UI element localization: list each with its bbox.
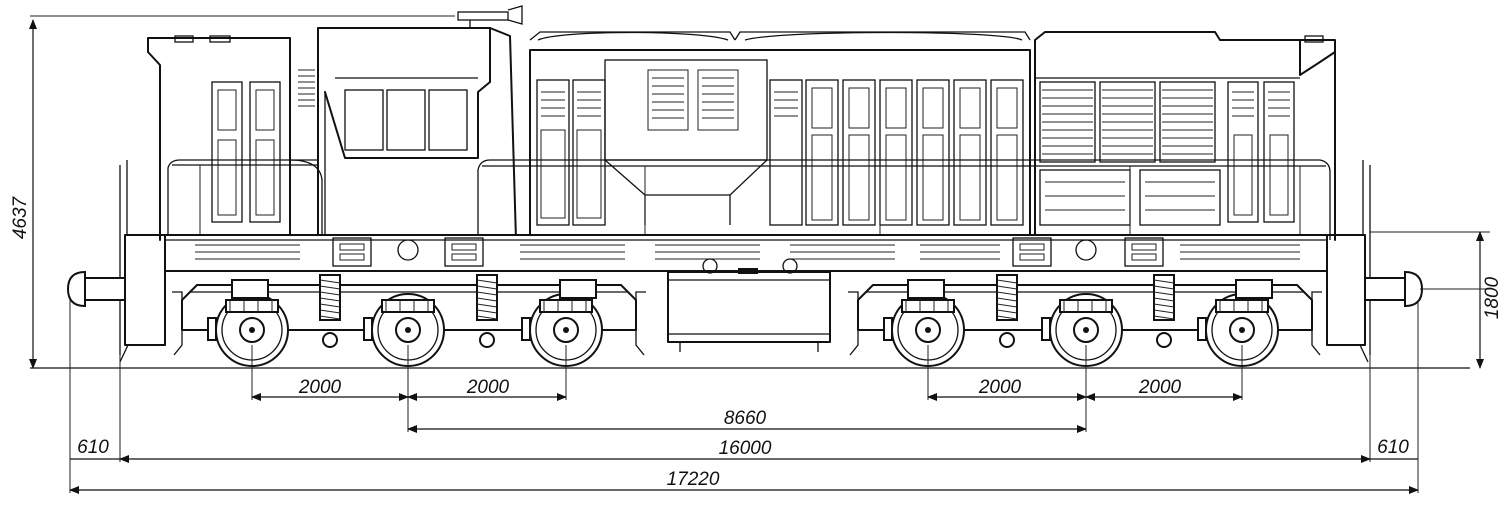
buffer-beam-left	[66, 160, 166, 363]
left-spring-1	[225, 299, 279, 313]
left-spring-3	[539, 299, 593, 313]
right-spring-2	[1059, 299, 1113, 313]
engine-hatch	[604, 59, 768, 161]
machine-room	[529, 31, 1031, 241]
left-hood-grille	[298, 69, 315, 107]
handrails	[167, 159, 1331, 240]
fuel-tank	[667, 258, 831, 352]
machine-room-doors-left	[536, 79, 606, 226]
dim-wheelbase-left-1: 2000	[298, 377, 342, 398]
cab-window-2	[386, 89, 426, 151]
dim-height-total: 4637	[10, 195, 31, 239]
dimension-lines: 4637 1800 2000 2000 2000 2000 8660 16	[10, 15, 1500, 494]
machine-room-doors-right	[769, 79, 1024, 226]
dim-over-buffers: 17220	[667, 469, 720, 490]
dim-wheelbase-right-1: 2000	[978, 377, 1022, 398]
left-hood	[147, 35, 315, 241]
buffer-beam-right	[1326, 160, 1424, 363]
right-spring-1	[901, 299, 955, 313]
right-traction-motor-cover	[907, 279, 945, 299]
frame-louvres	[195, 244, 1300, 260]
dim-over-frame: 16000	[719, 438, 772, 459]
dim-wheelbase-right-2: 2000	[1138, 377, 1182, 398]
driver-cab	[317, 5, 523, 241]
dim-overhang-left: 610	[77, 437, 109, 458]
dim-overhang-right: 610	[1377, 437, 1409, 458]
bogie-left	[172, 274, 646, 367]
dim-buffer-height: 1800	[1482, 276, 1500, 319]
main-frame	[164, 234, 1328, 272]
left-traction-motor-cover	[231, 279, 269, 299]
left-spring-2	[381, 299, 435, 313]
bogie-right	[848, 274, 1322, 367]
cab-window-1	[344, 89, 384, 151]
right-spring-3	[1215, 299, 1269, 313]
dim-wheelbase-left-2: 2000	[466, 377, 510, 398]
radiator-grille	[1039, 81, 1216, 163]
horn	[457, 5, 523, 28]
dim-bogie-centers: 8660	[724, 408, 767, 429]
hatch-louvres	[647, 69, 739, 131]
cooler-hood	[1034, 31, 1336, 241]
cab-window-3	[428, 89, 468, 151]
